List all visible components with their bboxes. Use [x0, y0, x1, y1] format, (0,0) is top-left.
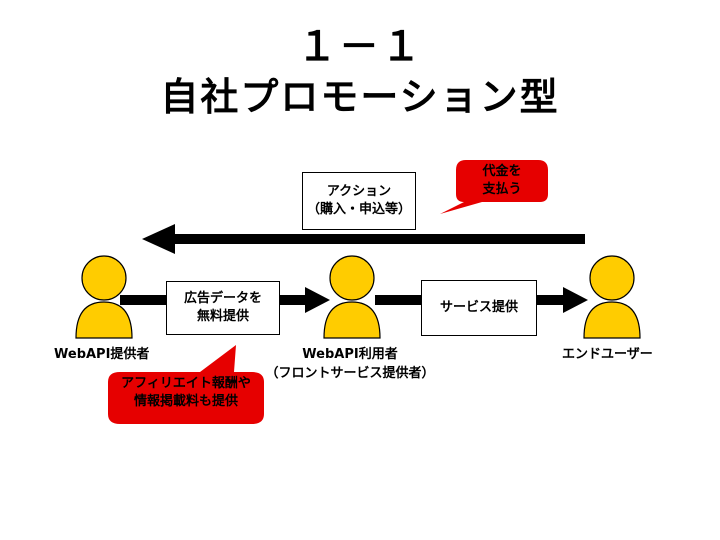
diagram-title: 自社プロモーション型 [160, 75, 560, 119]
affiliate-line1: アフィリエイト報酬や [121, 376, 251, 391]
service-arrow-head [563, 287, 588, 313]
ad-data-line2: 無料提供 [196, 309, 249, 324]
api-user-label: WebAPI利用者 （フロントサービス提供者） [240, 343, 460, 381]
payment-line2: 支払う [482, 182, 522, 197]
provider-label: WebAPI提供者 [54, 347, 150, 362]
ad-data-line1: 広告データを [183, 291, 262, 306]
end-user-person-icon [583, 255, 641, 339]
affiliate-callout-text: アフィリエイト報酬や 情報掲載料も提供 [108, 375, 264, 411]
provider-person-icon [75, 255, 133, 339]
ad-arrow-head [305, 287, 330, 313]
return-arrow-shaft [175, 234, 585, 244]
service-label: サービス提供 [439, 300, 518, 315]
api-user-person-icon [323, 255, 381, 339]
affiliate-line2: 情報掲載料も提供 [133, 394, 238, 409]
action-box-line2: （購入・申込等） [306, 202, 411, 217]
payment-callout [440, 160, 548, 214]
ad-data-box: 広告データを 無料提供 [166, 281, 280, 335]
end-user-label: エンドユーザー [562, 347, 653, 362]
action-box-line1: アクション [326, 184, 392, 199]
affiliate-callout [108, 345, 264, 424]
payment-callout-text: 代金を 支払う [456, 163, 548, 199]
action-box: アクション （購入・申込等） [302, 172, 416, 230]
api-user-name: WebAPI利用者 [302, 347, 398, 362]
diagram-number: １－１ [297, 24, 423, 70]
service-box: サービス提供 [421, 280, 537, 336]
return-arrow-head [142, 224, 175, 254]
api-user-subtitle: （フロントサービス提供者） [265, 366, 435, 381]
payment-line1: 代金を [482, 164, 522, 179]
